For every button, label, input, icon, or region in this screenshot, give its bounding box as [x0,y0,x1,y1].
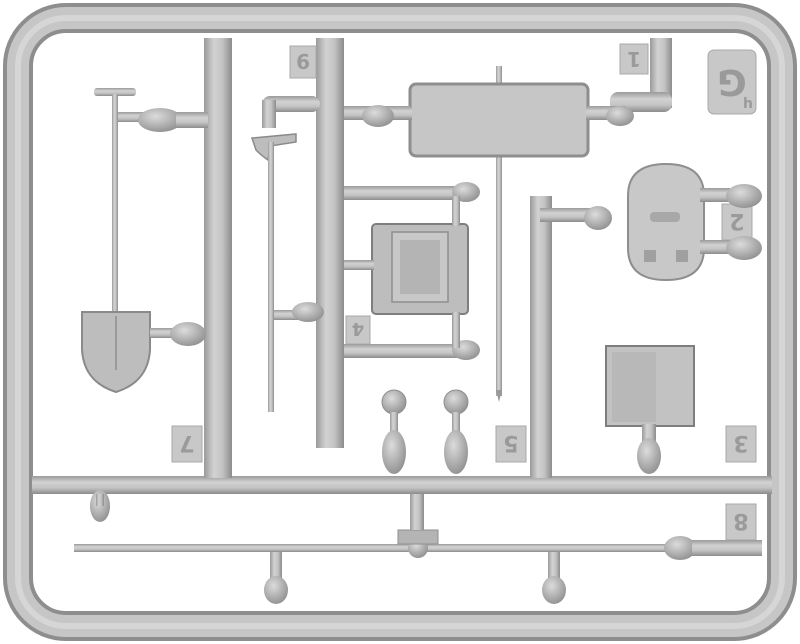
vertical-runners [204,38,672,478]
tab-1: 1 [619,43,649,75]
svg-text:7: 7 [179,430,194,455]
outer-frame [3,3,797,641]
hatch-arm [540,206,612,230]
svg-text:9: 9 [296,49,310,73]
sign-panel-part [344,66,634,402]
hatch-plate-part [627,162,762,282]
panel-plate-part [605,345,695,474]
tab-8: 8 [725,503,757,541]
svg-text:2: 2 [729,208,744,233]
svg-text:1: 1 [627,47,641,71]
long-rod-part [74,490,762,604]
round-lamps [381,389,469,474]
pickaxe-part [250,96,324,412]
svg-text:8: 8 [733,508,748,533]
svg-text:4: 4 [352,318,365,339]
tab-G: G h [707,49,757,115]
jerry-can-part [344,182,480,360]
svg-text:3: 3 [733,430,748,455]
bottom-runner [32,476,772,494]
tab-3: 3 [725,425,757,463]
svg-text:5: 5 [503,430,518,455]
svg-text:h: h [743,96,753,112]
tab-7: 7 [171,425,203,463]
shovel-part [81,88,208,394]
number-tabs: 9 1 G h 2 3 4 5 7 [171,43,757,541]
tab-5: 5 [495,425,527,463]
svg-text:G: G [717,61,747,102]
tab-9: 9 [289,45,317,79]
tab-2: 2 [721,203,753,241]
tab-4: 4 [345,315,371,345]
